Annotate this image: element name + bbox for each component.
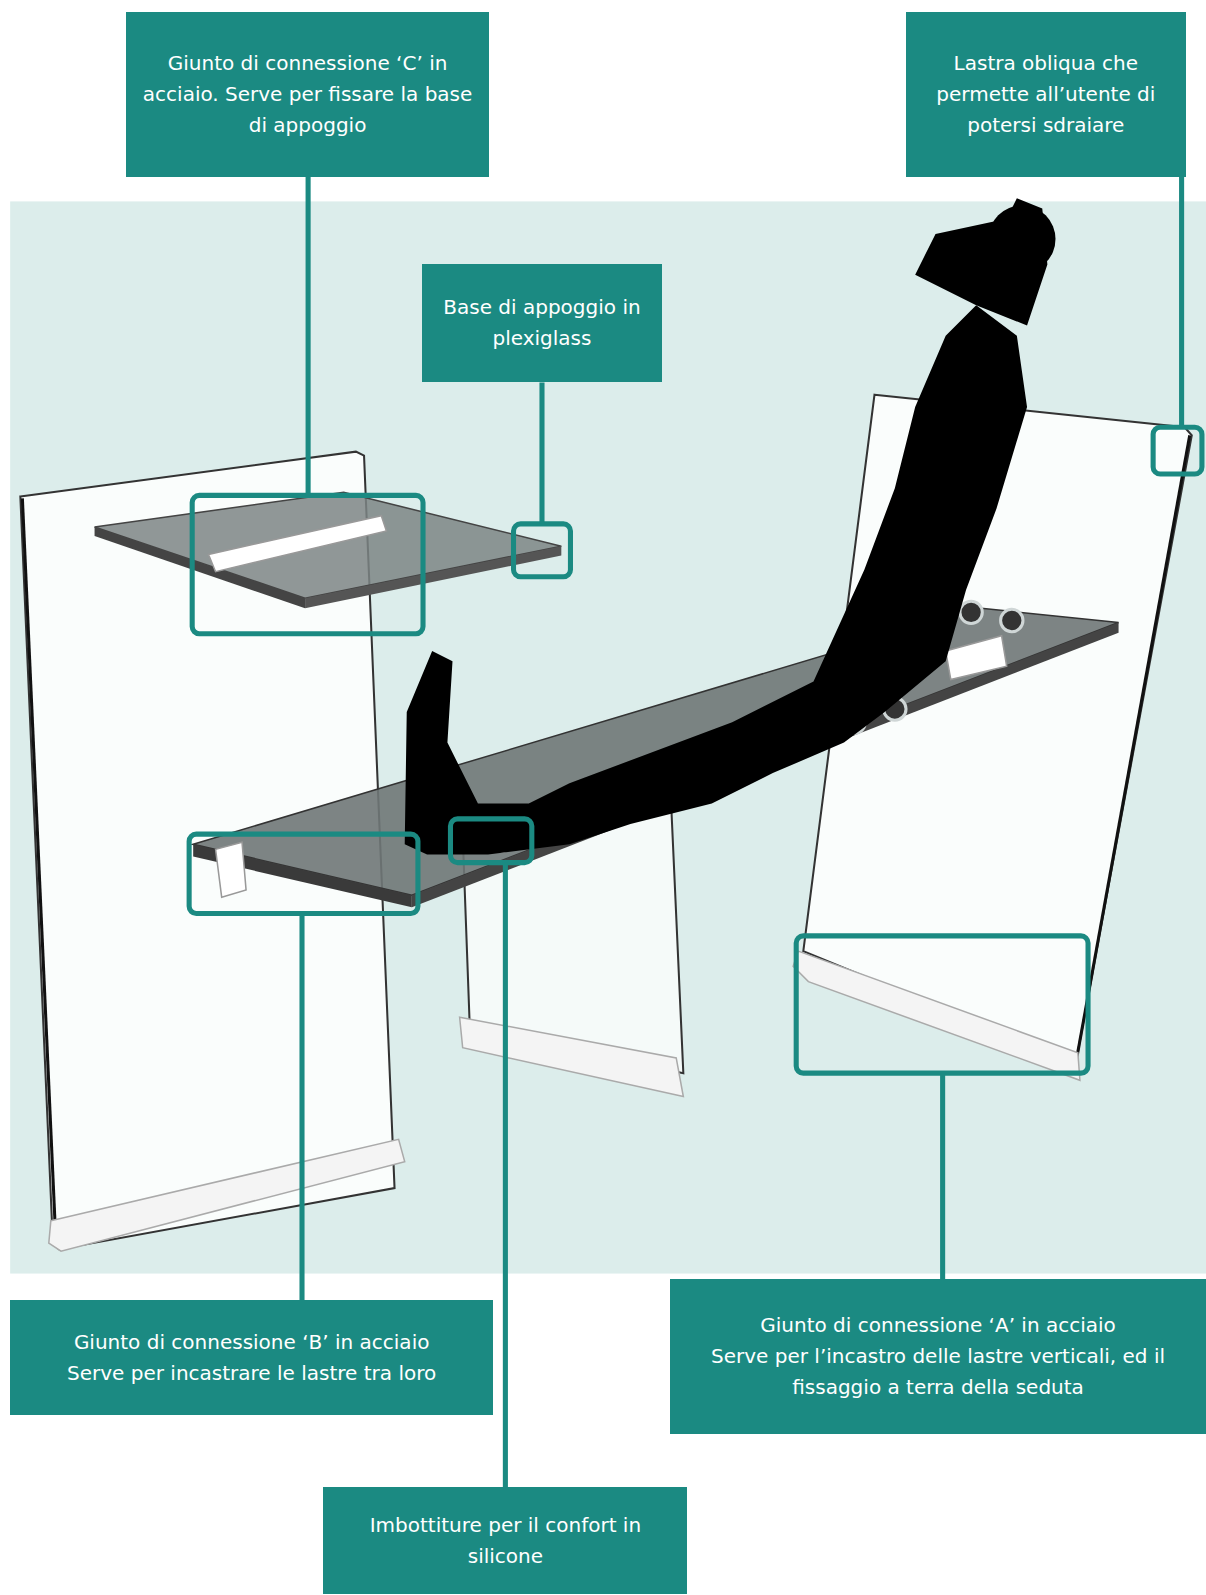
head [988,205,1055,272]
leader-line [299,913,304,1300]
highlight-frame [192,495,423,633]
callout-text: Giunto di connessione ‘A’ in acciaio [760,1310,1116,1341]
highlight-frame [450,819,531,863]
background-band [10,201,1206,1273]
legs [405,651,885,854]
callout-text: Imbottiture per il confort in silicone [337,1510,673,1572]
support-shelf [95,492,562,598]
callout-box: Base di appoggio in plexiglass [422,264,662,382]
highlight-frame [189,834,418,913]
callout-box: Giunto di connessione ‘A’ in acciaioServ… [670,1279,1206,1434]
pad [1001,609,1023,631]
torso [813,305,1027,712]
highlight-frame [1153,427,1202,474]
joint-c [208,516,386,572]
leader-line [1179,177,1184,427]
leader-line [940,1073,945,1279]
plate-edge [1076,435,1190,1063]
joint-b [216,842,247,897]
joint-a-foot [460,1017,684,1096]
callout-text: Serve per l’incastro delle lastre vertic… [684,1341,1192,1403]
highlight-frame [796,936,1088,1073]
callout-box: Lastra obliqua che permette all’utente d… [906,12,1186,177]
highlight-frame [514,524,571,577]
person-silhouette [405,198,1056,854]
callout-text: Giunto di connessione ‘B’ in acciaio [74,1327,430,1358]
callout-box: Imbottiture per il confort in silicone [323,1487,687,1595]
callout-text: Serve per incastrare le lastre tra loro [67,1358,436,1389]
joint-b [946,636,1007,680]
callout-box: Giunto di connessione ‘B’ in acciaioServ… [10,1300,493,1416]
callout-text: Giunto di connessione ‘C’ in acciaio. Se… [140,48,475,141]
seat-plank [193,608,1118,895]
callout-text: Base di appoggio in plexiglass [436,292,648,354]
leader-line [539,382,544,523]
leader-line [306,177,311,495]
plate-edge [22,498,56,1243]
callout-box: Giunto di connessione ‘C’ in acciaio. Se… [126,12,489,177]
leader-line [503,863,508,1488]
pad [960,601,982,623]
joint-a-foot [49,1139,405,1251]
callout-text: Lastra obliqua che permette all’utente d… [920,48,1172,141]
joint-a-foot [793,951,1080,1080]
